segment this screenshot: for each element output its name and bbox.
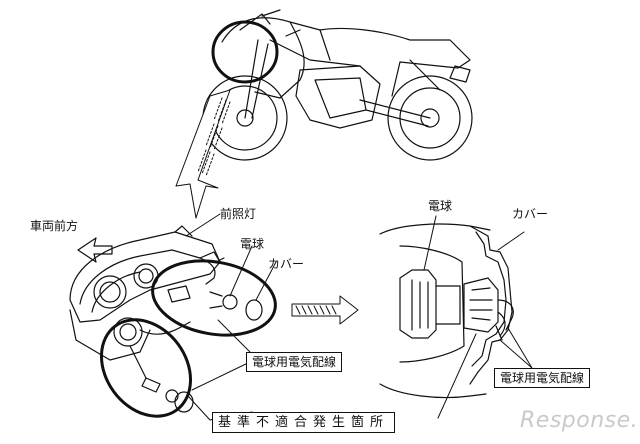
bulb-label-right: 電球 (428, 199, 453, 213)
headlight-highlight-ellipse (211, 20, 279, 84)
wiring-label-right: 電球用電気配線 (494, 368, 591, 388)
nonconformity-location-label: 基準不適合発生箇所 (212, 412, 396, 433)
cross-section-drawing (379, 223, 514, 399)
motorcycle-drawing (202, 9, 473, 161)
vehicle-front-arrow (77, 237, 113, 263)
dashed-arrow-down (175, 89, 231, 219)
bulb-cover-ellipse-upper (151, 259, 277, 337)
bulb-label-left: 電球 (240, 237, 265, 251)
headlight-assembly-drawing (69, 225, 263, 413)
cover-label-right: カバー (512, 207, 549, 221)
wiring-label-left: 電球用電気配線 (246, 352, 343, 372)
vehicle-front-label: 車両前方 (30, 219, 79, 233)
response-watermark: Response. (520, 408, 639, 433)
headlight-label: 前照灯 (220, 207, 257, 221)
dashed-arrow-right (291, 295, 359, 325)
cover-label-left: カバー (268, 257, 305, 271)
wiring-ellipse-left (99, 318, 193, 418)
